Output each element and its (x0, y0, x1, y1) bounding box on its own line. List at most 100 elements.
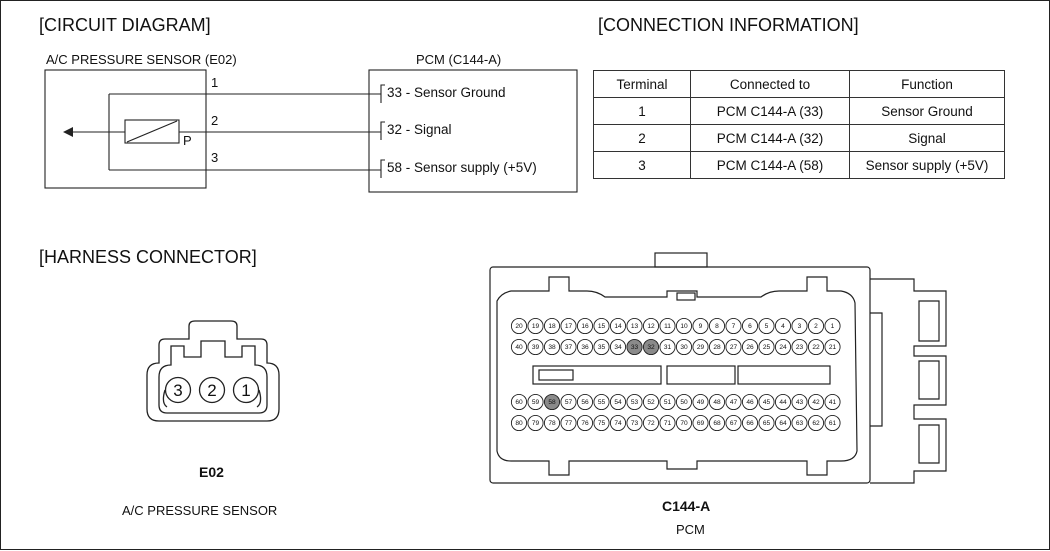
c144a-pin-40 (510, 338, 528, 356)
c144a-pin-74 (609, 414, 627, 432)
pressure-symbol-label: P (183, 133, 192, 148)
table-cell: Sensor supply (+5V) (849, 151, 1005, 179)
c144a-pin-label: 47 (730, 399, 738, 406)
c144a-pin-21 (824, 338, 841, 356)
c144a-pin-label: 40 (515, 344, 523, 351)
c144a-pin-label: 48 (713, 399, 721, 406)
harness-connector-heading: [HARNESS CONNECTOR] (39, 247, 257, 267)
c144a-pin-label: 46 (746, 399, 754, 406)
c144a-pin-label: 52 (647, 399, 655, 406)
terminal-33-bracket (380, 84, 385, 103)
c144a-pin-10 (675, 317, 693, 335)
c144a-pin-23 (791, 338, 808, 356)
c144a-pin-13 (626, 317, 643, 335)
e02-connector-drawing (146, 320, 280, 422)
c144a-latch-inner (870, 312, 883, 427)
c144a-pin-label: 19 (532, 323, 540, 330)
c144a-pin-77 (560, 414, 577, 432)
c144a-pin-label: 18 (548, 323, 556, 330)
c144a-pin-label: 56 (581, 399, 589, 406)
c144a-pin-label: 34 (614, 344, 622, 351)
c144a-pin-5 (758, 317, 775, 335)
c144a-pin-label: 10 (680, 323, 688, 330)
c144a-pin-label: 64 (779, 420, 787, 427)
c144a-pin-11 (659, 317, 676, 335)
connection-info-heading: [CONNECTION INFORMATION] (598, 15, 859, 35)
c144a-key (676, 292, 696, 301)
c144a-pin-label: 61 (829, 420, 837, 427)
c144a-pin-36 (576, 338, 594, 356)
c144a-pin-1 (824, 317, 841, 335)
c144a-pin-25 (758, 338, 775, 356)
c144a-pin-label: 28 (713, 344, 721, 351)
c144a-pin-label: 29 (697, 344, 705, 351)
table-cell: 1 (593, 97, 691, 125)
c144a-pin-78 (543, 414, 561, 432)
pcm-terminal-32-label: 32 - Signal (387, 122, 452, 137)
c144a-pin-label: 78 (548, 420, 556, 427)
c144a-pin-54 (609, 393, 627, 411)
c144a-pin-8 (708, 317, 726, 335)
c144a-pin-label: 1 (831, 323, 835, 330)
pressure-transducer-symbol (124, 119, 180, 144)
c144a-pin-20 (510, 317, 528, 335)
c144a-pin-59 (527, 393, 544, 411)
c144a-pin-15 (593, 317, 610, 335)
c144a-pin-6 (741, 317, 759, 335)
c144a-pin-50 (675, 393, 693, 411)
c144a-pin-label: 49 (697, 399, 705, 406)
e02-pin-3 (164, 376, 192, 404)
c144a-pin-label: 26 (746, 344, 754, 351)
c144a-pin-label: 16 (581, 323, 589, 330)
e02-pin-label: 1 (241, 381, 250, 400)
c144a-pin-18 (543, 317, 561, 335)
c144a-pin-37 (560, 338, 577, 356)
table-cell: 3 (593, 151, 691, 179)
c144a-pin-60 (510, 393, 528, 411)
c144a-pin-label: 65 (763, 420, 771, 427)
c144a-pin-47 (725, 393, 742, 411)
c144a-pin-56 (576, 393, 594, 411)
c144a-pin-label: 58 (548, 399, 556, 406)
c144a-pin-80 (510, 414, 528, 432)
c144a-connector-name: PCM (676, 522, 705, 537)
arrow-head-icon (63, 127, 73, 137)
c144a-pin-label: 44 (779, 399, 787, 406)
c144a-pin-label: 14 (614, 323, 622, 330)
c144a-connector-code: C144-A (662, 498, 711, 514)
c144a-pin-label: 51 (664, 399, 672, 406)
connection-table-header: Terminal Connected to Function (593, 70, 1005, 98)
c144a-pin-44 (774, 393, 792, 411)
c144a-pin-79 (527, 414, 544, 432)
c144a-pin-33 (626, 338, 643, 356)
table-cell: Sensor Ground (849, 97, 1005, 125)
sensor-label: A/C PRESSURE SENSOR (E02) (46, 52, 237, 67)
c144a-pin-72 (642, 414, 660, 432)
pcm-label: PCM (C144-A) (416, 52, 502, 67)
c144a-pin-51 (659, 393, 676, 411)
c144a-pin-46 (741, 393, 759, 411)
c144a-pin-34 (609, 338, 627, 356)
c144a-pin-label: 62 (812, 420, 820, 427)
c144a-pin-63 (791, 414, 808, 432)
c144a-pin-65 (758, 414, 775, 432)
e02-pin-2 (198, 376, 226, 404)
c144a-pin-42 (807, 393, 825, 411)
c144a-pin-label: 66 (746, 420, 754, 427)
c144a-pin-label: 36 (581, 344, 589, 351)
c144a-pin-label: 45 (763, 399, 771, 406)
transducer-diagonal (126, 120, 178, 143)
c144a-pin-label: 12 (647, 323, 655, 330)
c144a-pin-2 (807, 317, 825, 335)
terminal-32-bracket (380, 121, 385, 140)
c144a-pin-43 (791, 393, 808, 411)
c144a-pin-16 (576, 317, 594, 335)
c144a-pin-label: 21 (829, 344, 837, 351)
e02-connector-name: A/C PRESSURE SENSOR (122, 503, 278, 518)
c144a-pin-label: 53 (631, 399, 639, 406)
c144a-pin-31 (659, 338, 676, 356)
c144a-pin-label: 54 (614, 399, 622, 406)
c144a-pin-28 (708, 338, 726, 356)
